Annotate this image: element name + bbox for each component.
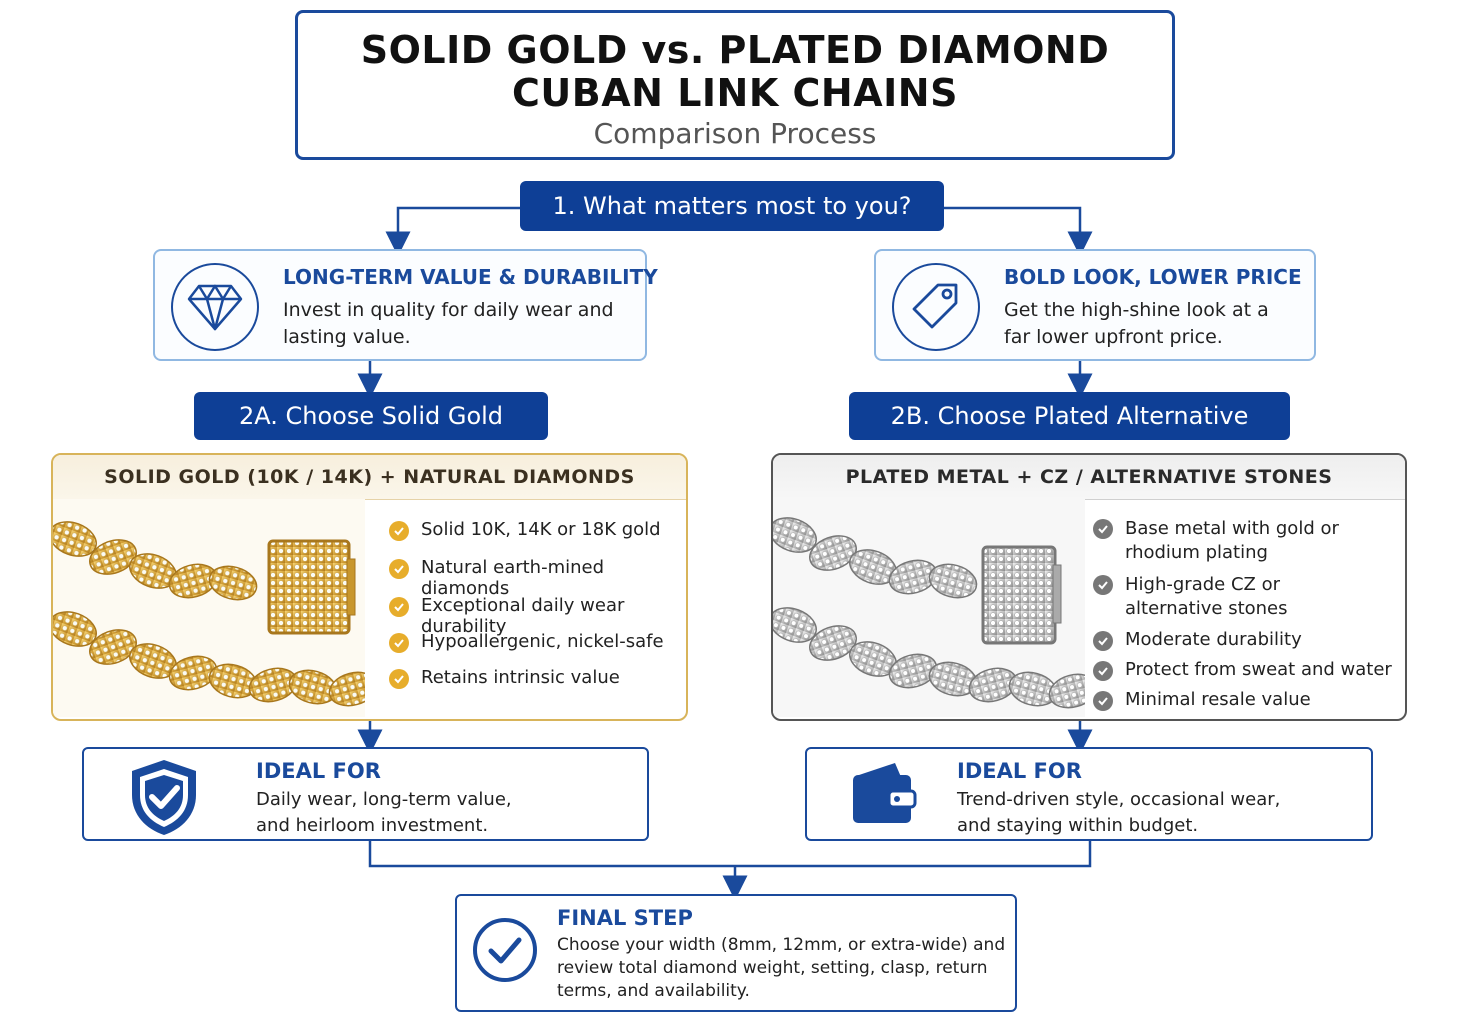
check-icon [1093,631,1113,651]
plated-feature-list: Base metal with gold or rhodium plating … [1093,517,1393,719]
gold-chain-image [53,499,365,717]
price-tag-icon [892,263,980,351]
check-icon [389,669,409,689]
title-box: SOLID GOLD vs. PLATED DIAMOND CUBAN LINK… [295,10,1175,160]
final-text: Choose your width (8mm, 12mm, or extra-w… [557,935,1006,1001]
ideal-text: Daily wear, long-term value, and heirloo… [256,789,512,836]
step2b-pill: 2B. Choose Plated Alternative [849,392,1290,440]
list-item: High-grade CZ or alternative stones [1093,573,1333,629]
option-heading: LONG-TERM VALUE & DURABILITY [283,265,658,289]
panel-heading: PLATED METAL + CZ / ALTERNATIVE STONES [773,455,1405,500]
ideal-for-plated: IDEAL FOR Trend-driven style, occasional… [805,747,1373,841]
gold-feature-list: Solid 10K, 14K or 18K gold Natural earth… [389,519,686,703]
plated-panel: PLATED METAL + CZ / ALTERNATIVE STONES [771,453,1407,721]
plated-chain-image [773,499,1085,717]
panel-heading: SOLID GOLD (10K / 14K) + NATURAL DIAMOND… [53,455,686,500]
check-icon [389,633,409,653]
option-heading: BOLD LOOK, LOWER PRICE [1004,265,1302,289]
ideal-text: Trend-driven style, occasional wear, and… [957,789,1281,836]
check-icon [1093,575,1113,595]
list-item: Retains intrinsic value [389,667,686,703]
option-text: Get the high-shine look at a far lower u… [1004,299,1269,348]
check-icon [1093,519,1113,539]
list-item: Minimal resale value [1093,689,1393,719]
check-icon [389,597,409,617]
diamond-icon [171,263,259,351]
ideal-for-solid-gold: IDEAL FOR Daily wear, long-term value, a… [82,747,649,841]
list-item: Base metal with gold or rhodium plating [1093,517,1393,573]
ideal-heading: IDEAL FOR [256,759,381,783]
option-card-long-term-value: LONG-TERM VALUE & DURABILITY Invest in q… [153,249,658,361]
step1-pill: 1. What matters most to you? [520,181,944,231]
list-item: Hypoallergenic, nickel-safe [389,631,686,667]
final-step-box: FINAL STEP Choose your width (8mm, 12mm,… [455,894,1017,1012]
list-item: Solid 10K, 14K or 18K gold [389,519,686,557]
option-card-bold-look: BOLD LOOK, LOWER PRICE Get the high-shin… [874,249,1316,361]
step2a-pill: 2A. Choose Solid Gold [194,392,548,440]
list-item: Moderate durability [1093,629,1393,659]
check-icon [389,559,409,579]
check-icon [389,521,409,541]
check-circle-icon [471,916,539,988]
page-subtitle: Comparison Process [593,117,877,150]
connector-step1-left [385,206,522,257]
list-item: Protect from sweat and water [1093,659,1393,689]
list-item: Exceptional daily wear durability [389,595,686,637]
connector-step1-right [942,206,1093,257]
shield-check-icon [128,757,200,841]
final-heading: FINAL STEP [557,906,693,930]
ideal-heading: IDEAL FOR [957,759,1082,783]
check-icon [1093,691,1113,711]
check-icon [1093,661,1113,681]
wallet-icon [849,761,919,831]
page-title-line2: CUBAN LINK CHAINS [512,71,958,115]
page-title-line1: SOLID GOLD vs. PLATED DIAMOND [360,28,1110,72]
list-item: Natural earth-mined diamonds [389,557,686,599]
solid-gold-panel: SOLID GOLD (10K / 14K) + NATURAL DIAMOND… [51,453,688,721]
option-text: Invest in quality for daily wear and las… [283,299,614,348]
connector-ideal-merge [368,840,1092,868]
